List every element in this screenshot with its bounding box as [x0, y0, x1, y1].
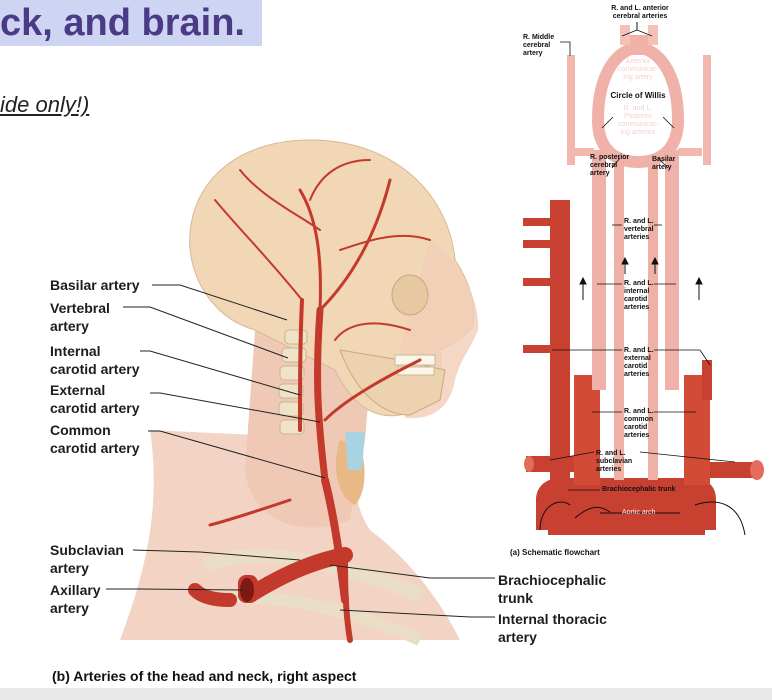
head-illustration: [120, 139, 479, 646]
fc-label-anterior-communicating: Anterior communicat- ing artery: [617, 58, 659, 81]
slide-subtitle: ide only!): [0, 92, 90, 117]
title-highlight: [0, 0, 262, 46]
slide-title: ck, and brain.: [0, 2, 245, 44]
label-subclavian-artery: Subclavian artery: [50, 542, 124, 576]
fc-label-anterior-cerebral: R. and L. anterior cerebral arteries: [611, 5, 669, 20]
fc-label-posterior-communicating: R. and L. Posterior communicat- ing arte…: [617, 105, 659, 136]
head-leader-lines: [106, 284, 495, 618]
fc-label-vertebral: R. and L. vertebral arteries: [624, 218, 654, 241]
fc-label-common-carotid: R. and L. common carotid arteries: [624, 408, 654, 439]
label-vertebral-artery: Vertebral artery: [50, 300, 110, 334]
fc-label-internal-carotid: R. and L. internal carotid arteries: [624, 280, 654, 311]
bottom-strip: [0, 688, 772, 700]
fc-label-subclavian: R. and L. subclavian arteries: [596, 450, 633, 473]
label-axillary-artery: Axillary artery: [50, 582, 101, 616]
fc-label-brachiocephalic: Brachiocephalic trunk: [602, 486, 676, 493]
caption-head: (b) Arteries of the head and neck, right…: [52, 668, 357, 684]
label-basilar-artery: Basilar artery: [50, 277, 140, 293]
fc-label-basilar: Basilar artery: [652, 156, 676, 171]
fc-label-aortic-arch: Aortic arch: [622, 509, 656, 516]
fc-label-circle-of-willis: Circle of Willis: [610, 91, 666, 100]
label-common-carotid-artery: Common carotid artery: [50, 422, 140, 456]
label-internal-thoracic-artery: Internal thoracic artery: [498, 611, 607, 645]
fc-label-external-carotid: R. and L. external carotid arteries: [624, 347, 654, 378]
flowchart: [523, 22, 764, 536]
fc-label-posterior-cerebral: R. posterior cerebral artery: [590, 154, 630, 177]
label-external-carotid-artery: External carotid artery: [50, 382, 140, 416]
fc-label-middle-cerebral: R. Middle cerebral artery: [523, 34, 555, 57]
label-internal-carotid-artery: Internal carotid artery: [50, 343, 140, 377]
caption-flowchart: (a) Schematic flowchart: [510, 548, 600, 557]
label-brachiocephalic-trunk: Brachiocephalic trunk: [498, 572, 607, 606]
